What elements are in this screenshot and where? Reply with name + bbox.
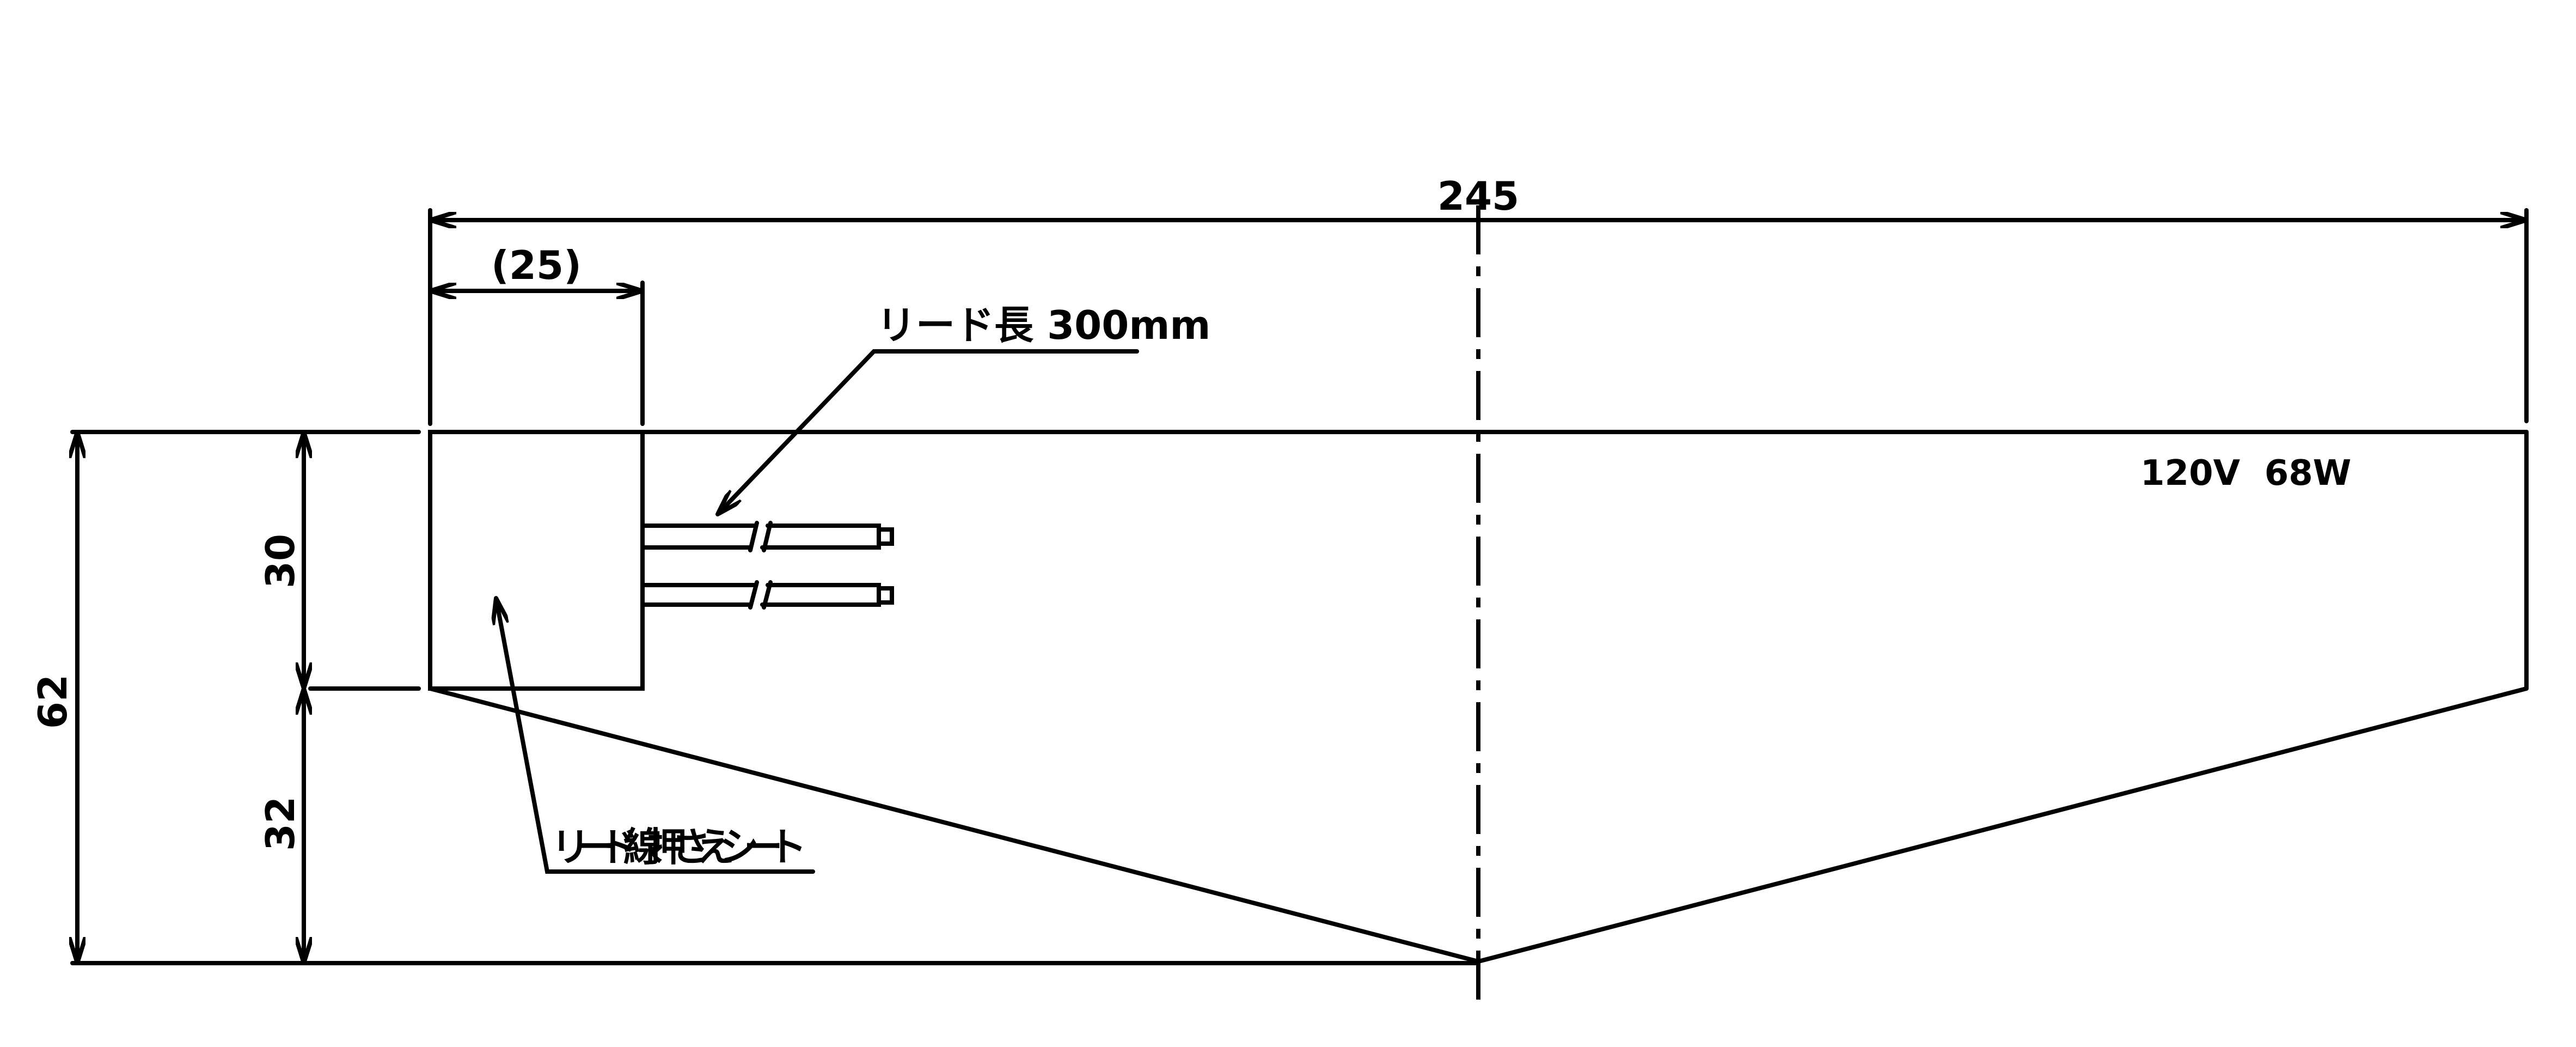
leader-lead-length: リード長 300mm (718, 302, 1210, 514)
dimension-245-label: 245 (1437, 173, 1519, 219)
rating-label: 120V 68W (2140, 453, 2351, 494)
dimension-245: 245 (428, 173, 2529, 220)
dimension-25: (25) (428, 242, 645, 291)
dimension-32-label: 32 (258, 796, 303, 851)
leader-lead-sheet: リード線押さえシート (496, 596, 815, 874)
dimension-32: 32 (258, 686, 304, 965)
dimension-30-label: 30 (258, 534, 303, 588)
lead-wire-1 (640, 521, 894, 552)
extension-lines (70, 208, 2529, 965)
dimension-62: 62 (30, 430, 77, 965)
dimension-25-label: (25) (491, 242, 582, 288)
lead-wire-2 (640, 580, 894, 610)
dimension-62-label: 62 (30, 674, 76, 729)
lead-sheet-label: リード線押さえシート (551, 824, 807, 870)
lead-length-label: リード長 300mm (877, 302, 1210, 348)
lead-box (428, 430, 645, 691)
dimension-30: 30 (258, 430, 304, 691)
